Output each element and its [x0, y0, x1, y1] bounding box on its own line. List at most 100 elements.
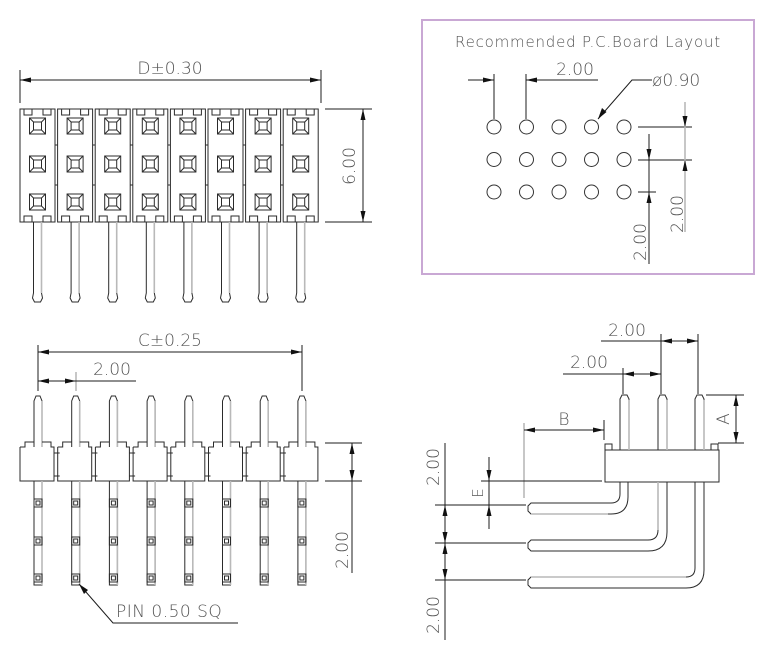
- side-dimension-left: 2.00 2.00: [424, 443, 526, 640]
- socket-contact: [141, 193, 159, 211]
- socket-notch: [23, 215, 33, 222]
- housing-tab: [604, 443, 613, 451]
- pin-tip: [71, 395, 81, 447]
- header-pin: [132, 395, 168, 586]
- socket-notch: [305, 109, 315, 116]
- pin-detent: [184, 573, 194, 583]
- arrow-icon: [65, 378, 76, 384]
- socket-contact: [104, 117, 122, 135]
- pcb-dimension-pitch-y-right: 2.00: [638, 102, 692, 233]
- socket-notch: [136, 215, 146, 222]
- arrow-icon: [442, 569, 448, 580]
- socket-body: [169, 108, 206, 223]
- socket-cell: [57, 108, 94, 223]
- socket-contact: [179, 117, 197, 135]
- header-pin: [170, 395, 206, 586]
- pin-tip: [297, 395, 307, 447]
- arrow-icon: [38, 378, 49, 384]
- socket-contact: [141, 117, 159, 135]
- arrow-icon: [483, 77, 494, 83]
- socket-cell: [207, 108, 244, 223]
- pcb-dimension-pitch-x: 2.00: [468, 60, 598, 119]
- header-housing-block: [245, 441, 281, 482]
- socket-contact: [179, 155, 197, 173]
- pcb-hole: [486, 184, 502, 200]
- socket-notch: [305, 215, 315, 222]
- arrow-icon: [486, 470, 492, 481]
- side-dimension-pitch-top: 2.00: [601, 321, 699, 394]
- socket-notch: [117, 215, 127, 222]
- pin-tail: [259, 480, 269, 586]
- arrow-icon: [682, 116, 688, 127]
- pin-tail: [297, 480, 307, 586]
- pcb-hole-grid: [486, 119, 632, 200]
- socket-body: [282, 108, 319, 223]
- pcb-hole: [584, 119, 599, 135]
- front-dimension-pitch: 2.00: [38, 360, 136, 391]
- top-view-housing: [19, 108, 319, 223]
- pcb-hole: [616, 119, 632, 135]
- pin-detent: [33, 498, 43, 508]
- pin-detent: [184, 536, 194, 546]
- socket-notch: [230, 215, 240, 222]
- header-housing-block: [94, 441, 130, 482]
- arrow-icon: [524, 427, 535, 433]
- side-pitch-mid-label: 2.00: [570, 353, 608, 373]
- pcb-hole: [486, 152, 502, 167]
- socket-contact: [217, 193, 234, 211]
- socket-notch: [230, 109, 240, 116]
- socket-notch: [23, 109, 33, 116]
- socket-pin-tail: [31, 222, 44, 303]
- arrow-icon: [442, 543, 448, 554]
- socket-pin-tail: [107, 222, 119, 303]
- front-height-label: 2.00: [333, 531, 353, 569]
- socket-contact: [29, 155, 46, 173]
- pcb-hole: [584, 184, 599, 200]
- dimension-b: B: [523, 410, 605, 498]
- arrow-icon: [310, 77, 321, 83]
- pin-detent: [146, 573, 156, 583]
- pin-tip: [146, 395, 156, 447]
- socket-pin-tail: [144, 222, 156, 303]
- arrow-icon: [486, 505, 492, 516]
- socket-notch: [98, 109, 108, 116]
- pcb-hole: [519, 184, 534, 200]
- arrow-icon: [442, 505, 448, 516]
- socket-body: [132, 108, 169, 223]
- housing-link: [129, 452, 136, 477]
- dim-e-label: E: [469, 488, 487, 497]
- socket-contact: [254, 193, 272, 211]
- pin-detent: [297, 536, 307, 546]
- pin-size-note: PIN 0.50 SQ: [116, 602, 222, 622]
- pcb-hole: [616, 184, 632, 200]
- housing-link: [167, 452, 173, 477]
- socket-cell: [282, 108, 319, 223]
- pin-detent: [71, 498, 81, 508]
- pcb-hole: [551, 152, 567, 167]
- socket-contact: [292, 117, 310, 135]
- pin-detent: [222, 573, 231, 583]
- pcb-hole: [616, 152, 632, 167]
- arrow-icon: [682, 160, 688, 171]
- socket-notch: [211, 109, 221, 116]
- pin-detent: [33, 536, 43, 546]
- arrow-icon: [360, 109, 366, 120]
- socket-body: [207, 108, 244, 223]
- dimension-height-6: 6.00: [325, 108, 372, 223]
- pin-detent: [222, 536, 231, 546]
- socket-cell: [245, 108, 282, 223]
- pin-tail: [146, 480, 156, 586]
- arrow-icon: [442, 532, 448, 543]
- arrow-icon: [349, 443, 355, 454]
- pin-tip: [33, 395, 43, 447]
- pcb-layout-panel: Recommended P.C.Board Layout 2.00 ø0.90 …: [421, 19, 755, 275]
- socket-notch: [268, 109, 278, 116]
- front-dimension-height: 2.00: [325, 442, 362, 573]
- socket-notch: [80, 215, 90, 222]
- dim-c-label: C±0.25: [138, 331, 202, 351]
- pin-tail: [184, 480, 194, 586]
- header-housing-block: [170, 441, 206, 482]
- socket-cell: [169, 108, 206, 223]
- socket-notch: [61, 215, 71, 222]
- socket-cell: [132, 108, 169, 223]
